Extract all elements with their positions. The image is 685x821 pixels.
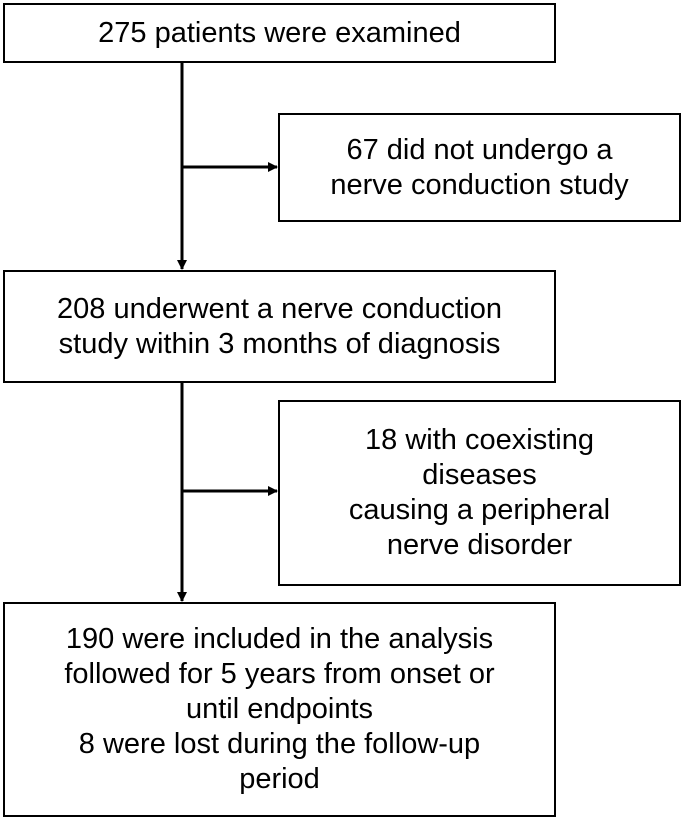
node-text-line: period xyxy=(239,763,320,795)
node-text-line: 18 with coexisting xyxy=(365,424,594,456)
node-excluded-no-nerve-conduction: 67 did not undergo a nerve conduction st… xyxy=(278,113,681,222)
node-underwent-nerve-conduction: 208 underwent a nerve conduction study w… xyxy=(3,270,556,383)
node-text-line: diseases xyxy=(422,459,537,491)
node-text-line: nerve conduction study xyxy=(330,168,629,201)
node-text-line: 275 patients were examined xyxy=(98,16,461,49)
node-text-line: 190 were included in the analysis xyxy=(65,623,494,655)
node-text-line: 67 did not undergo a xyxy=(346,133,613,166)
node-text-line: 8 were lost during the follow-up xyxy=(78,728,481,760)
node-text-line: 208 underwent a nerve conduction xyxy=(57,292,502,325)
node-patients-examined: 275 patients were examined xyxy=(3,3,556,63)
node-included-in-analysis: 190 were included in the analysis follow… xyxy=(3,602,556,817)
node-text-line: causing a peripheral xyxy=(348,494,611,526)
node-text-line: study within 3 months of diagnosis xyxy=(58,327,501,360)
node-text-line: nerve disorder xyxy=(386,529,573,561)
node-text-line: until endpoints xyxy=(185,693,374,725)
node-excluded-coexisting-disease: 18 with coexisting diseases causing a pe… xyxy=(278,400,681,586)
node-text-line: followed for 5 years from onset or xyxy=(64,658,495,690)
